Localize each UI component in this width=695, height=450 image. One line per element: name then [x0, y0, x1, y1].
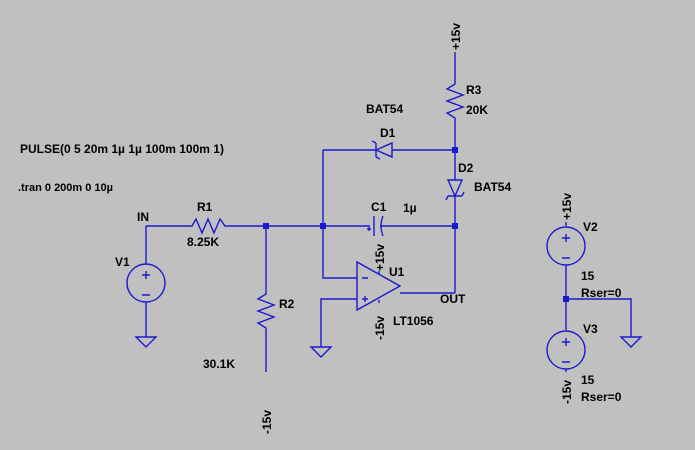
in-net-label: IN: [137, 210, 149, 224]
v2-source[interactable]: [546, 226, 586, 266]
v2-vpos-label: +15v: [560, 193, 574, 220]
out-net-label: OUT: [440, 292, 466, 306]
r1-value: 8.25K: [187, 235, 219, 249]
junction-dot: [452, 223, 458, 229]
r2-name: R2: [279, 297, 295, 311]
ground-symbol: [134, 336, 158, 348]
r3-resistor[interactable]: [445, 78, 465, 122]
d1-diode[interactable]: [371, 140, 393, 160]
r3-vpos-label: +15v: [449, 23, 463, 50]
v1-name: V1: [115, 255, 130, 269]
v2-value: 15: [581, 269, 595, 283]
u1-value: LT1056: [393, 314, 434, 328]
pulse-directive[interactable]: PULSE(0 5 20m 1µ 1µ 100m 100m 1): [20, 142, 224, 156]
junction-dot: [452, 147, 458, 153]
c1-name: C1: [371, 200, 387, 214]
v3-value: 15: [581, 373, 595, 387]
u1-name: U1: [389, 265, 405, 279]
v3-name: V3: [583, 322, 598, 336]
v3-rser: Rser=0: [581, 390, 622, 404]
r3-value: 20K: [466, 103, 488, 117]
c1-value: 1µ: [403, 201, 417, 215]
d1-value: BAT54: [366, 102, 403, 116]
r2-vneg-label: -15v: [260, 410, 274, 434]
r1-resistor[interactable]: [188, 217, 230, 235]
d2-name: D2: [458, 161, 474, 175]
v2-name: V2: [583, 220, 598, 234]
ground-symbol: [309, 346, 333, 358]
v2-rser: Rser=0: [581, 286, 622, 300]
d2-value: BAT54: [474, 180, 511, 194]
r2-resistor[interactable]: [256, 288, 276, 334]
v1-source[interactable]: [126, 226, 166, 337]
v3-source[interactable]: [546, 330, 586, 370]
r1-name: R1: [197, 200, 213, 214]
tran-directive[interactable]: .tran 0 200m 0 10µ: [18, 182, 113, 194]
ground-symbol: [619, 336, 643, 348]
r2-value: 30.1K: [203, 357, 235, 371]
r3-name: R3: [466, 83, 482, 97]
d1-name: D1: [380, 126, 396, 140]
u1-vneg-label: -15v: [373, 316, 387, 340]
u1-vpos-label: +15v: [373, 244, 387, 271]
v3-vneg-label: -15v: [560, 380, 574, 404]
